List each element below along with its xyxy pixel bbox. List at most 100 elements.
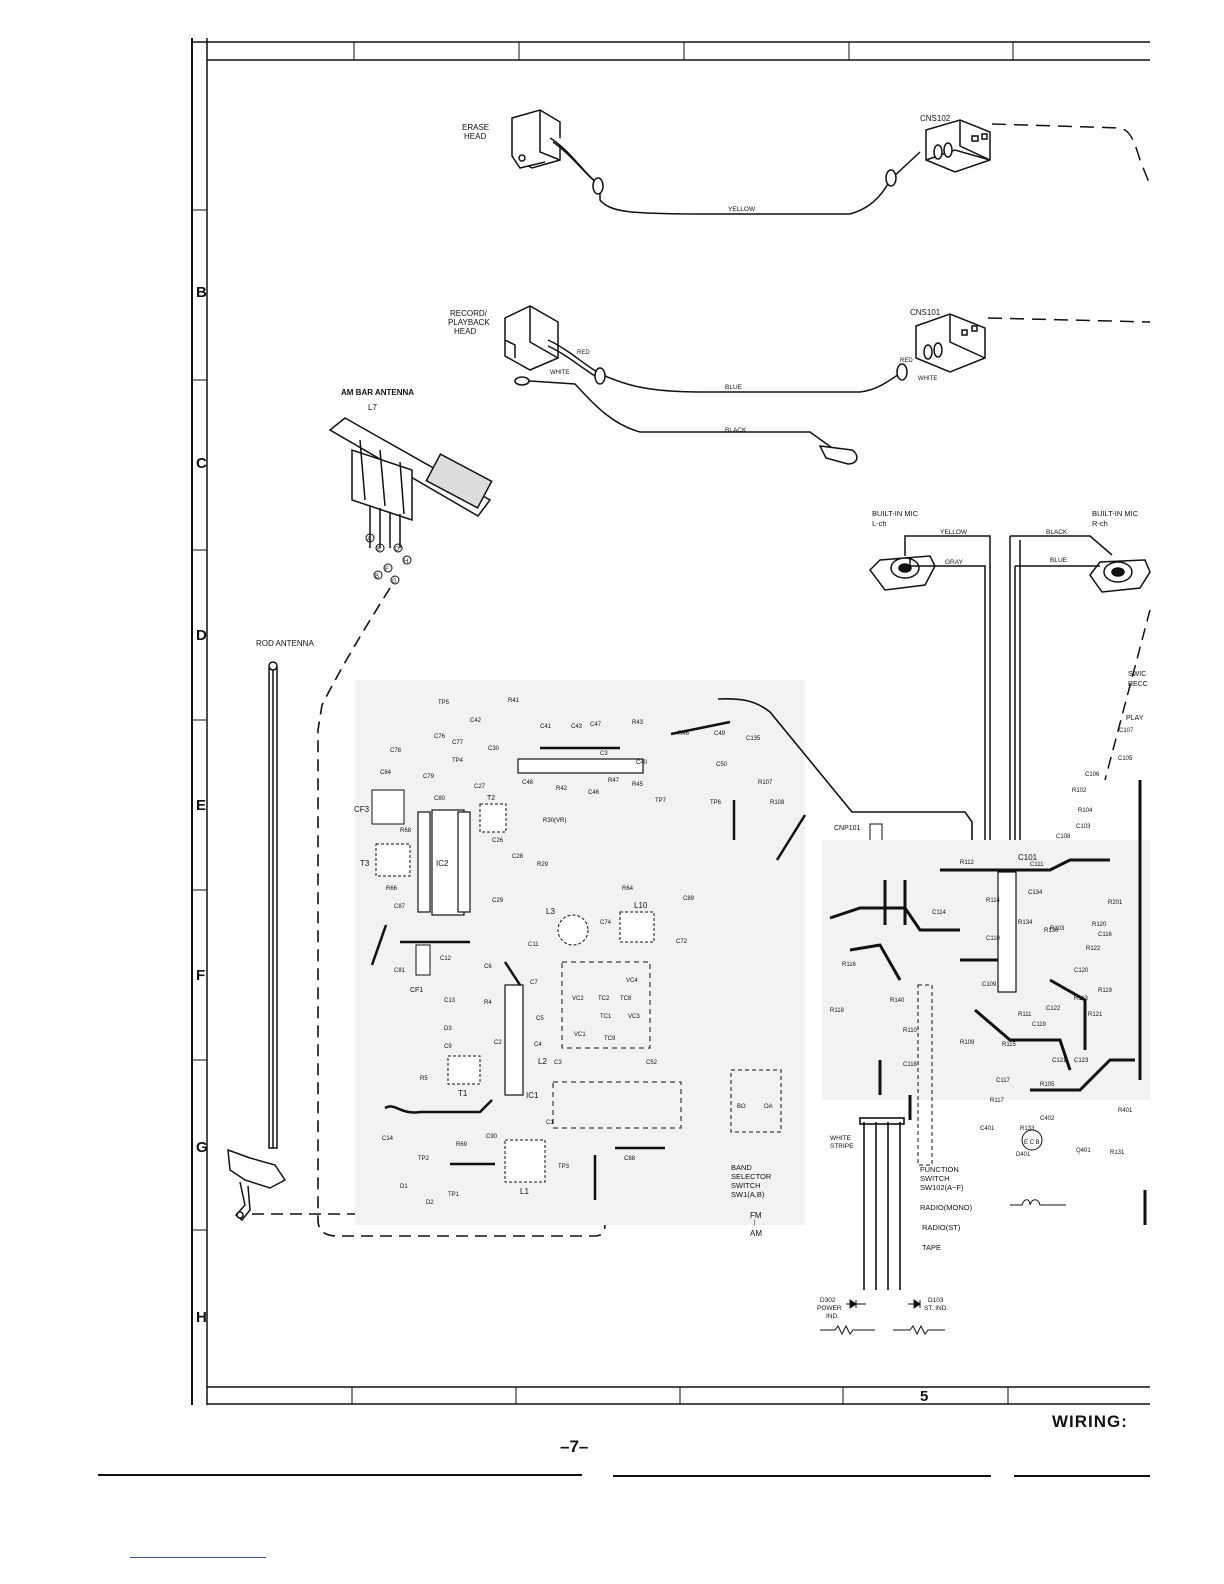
svg-text:R45: R45	[632, 782, 644, 788]
svg-text:C2: C2	[494, 1040, 502, 1046]
svg-text:C4: C4	[534, 1042, 542, 1048]
svg-text:B: B	[375, 574, 379, 580]
svg-text:R-ch: R-ch	[1092, 519, 1108, 528]
function-mode-mono: RADIO(MONO)	[920, 1203, 973, 1212]
row-marker: H	[196, 1309, 207, 1326]
svg-text:R401: R401	[1118, 1108, 1133, 1114]
svg-text:R46: R46	[678, 731, 690, 737]
svg-text:C40: C40	[636, 760, 648, 766]
svg-text:C80: C80	[434, 796, 446, 802]
svg-text:R119: R119	[1098, 988, 1113, 994]
svg-text:CF1: CF1	[410, 987, 423, 994]
svg-text:R121: R121	[1088, 1012, 1103, 1018]
svg-text:R133: R133	[1020, 1126, 1035, 1132]
svg-text:C46: C46	[588, 790, 600, 796]
svg-text:C12: C12	[440, 956, 452, 962]
svg-text:C30: C30	[488, 746, 500, 752]
tuner-pcb	[355, 680, 973, 1225]
band-mode-am: AM	[750, 1229, 762, 1238]
svg-text:CF3: CF3	[354, 805, 370, 814]
svg-text:HEAD: HEAD	[464, 132, 486, 141]
svg-text:SW1(A,B): SW1(A,B)	[731, 1190, 765, 1199]
builtin-mic-r	[1089, 559, 1151, 593]
frame	[191, 38, 1150, 1405]
cns102-connector	[925, 119, 991, 173]
svg-text:R43: R43	[632, 720, 644, 726]
antenna-pin-markers: A E D H B F G	[365, 533, 412, 585]
svg-text:R117: R117	[990, 1098, 1005, 1104]
svg-text:D103: D103	[928, 1297, 944, 1304]
svg-text:TP5: TP5	[438, 700, 450, 706]
svg-text:C81: C81	[394, 968, 406, 974]
svg-text:H: H	[404, 559, 408, 565]
svg-text:C5: C5	[536, 1016, 544, 1022]
record-playback-head-label: RECORD/ PLAYBACK HEAD	[448, 309, 490, 336]
svg-text:C11: C11	[528, 942, 539, 948]
stereo-indicator: D103 ST. IND.	[893, 1297, 948, 1336]
svg-text:R102: R102	[1072, 788, 1087, 794]
function-mode-tape: TAPE	[922, 1243, 941, 1252]
svg-text:R4: R4	[484, 1000, 492, 1006]
wire-label-yellow-mic: YELLOW	[940, 529, 968, 536]
switch-rec-label: SWIC	[1128, 671, 1146, 678]
svg-text:R115: R115	[1002, 1042, 1017, 1048]
svg-text:C105: C105	[1118, 756, 1133, 762]
main-traces	[829, 780, 1147, 1225]
svg-text:C106: C106	[1085, 772, 1100, 778]
cf1	[415, 944, 431, 976]
svg-text:L3: L3	[546, 907, 555, 916]
svg-text:R122: R122	[1086, 946, 1101, 952]
svg-text:FUNCTION: FUNCTION	[920, 1165, 959, 1174]
svg-text:R107: R107	[758, 780, 773, 786]
svg-text:D3: D3	[444, 1026, 452, 1032]
svg-text:C9: C9	[444, 1044, 452, 1050]
svg-text:L-ch: L-ch	[872, 519, 887, 528]
wire-label-black-mic: BLACK	[1046, 529, 1068, 536]
jf401-wires	[859, 1117, 905, 1290]
svg-text:R114: R114	[986, 898, 1001, 904]
mic-wires	[904, 535, 1113, 848]
svg-text:C108: C108	[1056, 834, 1071, 840]
erase-head-label: ERASE HEAD	[462, 123, 489, 141]
power-indicator: D302 POWER IND.	[817, 1297, 875, 1336]
svg-text:C121: C121	[1052, 1058, 1067, 1064]
cnp101-label: CNP101	[834, 825, 861, 832]
l1-coil	[504, 1139, 546, 1183]
footer-rule-mid	[613, 1475, 991, 1477]
q401	[1021, 1129, 1043, 1151]
tuner-traces	[370, 720, 807, 1200]
svg-text:L10: L10	[634, 901, 648, 910]
ic1	[504, 984, 524, 1096]
svg-text:C90: C90	[486, 1134, 498, 1140]
svg-text:R5: R5	[420, 1076, 428, 1082]
svg-text:C74: C74	[600, 920, 612, 926]
erase-head	[511, 109, 921, 215]
svg-text:RECORD/: RECORD/	[450, 309, 488, 318]
band-mode-separator: |	[754, 1220, 756, 1226]
q401-pins: E C B	[1024, 1140, 1040, 1146]
svg-text:TP7: TP7	[655, 798, 667, 804]
svg-text:T3: T3	[360, 859, 370, 868]
svg-text:A: A	[367, 537, 371, 543]
svg-text:C26: C26	[492, 838, 504, 844]
svg-text:C107: C107	[1119, 728, 1134, 734]
svg-text:C77: C77	[452, 740, 464, 746]
svg-text:D2: D2	[426, 1200, 434, 1206]
svg-text:R109: R109	[960, 1040, 975, 1046]
page-number: –7–	[560, 1437, 589, 1456]
svg-text:D: D	[395, 547, 400, 553]
t2-coil	[479, 803, 507, 833]
l402-coil	[1010, 1199, 1066, 1206]
builtin-mic-r-label: BUILT-IN MIC R-ch	[1092, 509, 1139, 528]
svg-text:R113: R113	[1074, 996, 1089, 1002]
svg-text:C118: C118	[903, 1062, 918, 1068]
svg-text:R105: R105	[1040, 1082, 1055, 1088]
svg-text:TP3: TP3	[558, 1164, 570, 1170]
record-playback-head	[504, 305, 908, 465]
wire-label-red-2: RED	[900, 358, 913, 364]
svg-text:C43: C43	[571, 724, 583, 730]
svg-text:R131: R131	[1110, 1150, 1125, 1156]
rod-antenna	[227, 661, 287, 1222]
switch-position-bo: BO	[737, 1104, 746, 1110]
